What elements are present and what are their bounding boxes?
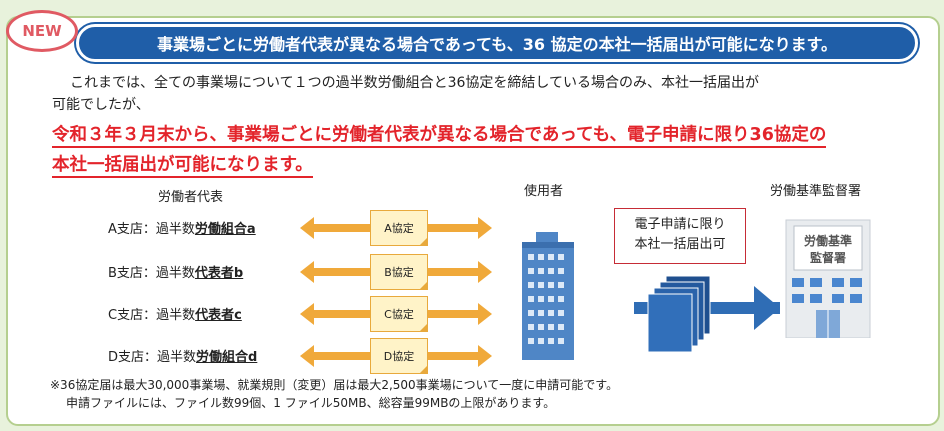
intro-line-2: 可能でしたが、: [52, 97, 150, 113]
branch-a-rep: 労働組合a: [194, 222, 256, 237]
labor-office-building-icon: 労働基準 監督署: [785, 219, 871, 338]
highlight-line-2: 本社一括届出が可能になります。: [52, 155, 313, 178]
document-stack-arrow-icon: [634, 275, 780, 353]
intro-text: これまでは、全ての事業場について１つの過半数労働組合と36協定を締結している場合…: [52, 72, 922, 116]
e-apply-line-1: 電子申請に限り: [634, 217, 726, 232]
agreement-doc-c: C協定: [370, 296, 428, 332]
agreement-doc-a-label: A協定: [384, 222, 414, 235]
new-badge: NEW: [6, 10, 78, 52]
branch-b-rep: 代表者b: [194, 266, 244, 281]
footnote-line-2: 申請ファイルには、ファイル数99個、1 ファイル50MB、総容量99MBの上限が…: [66, 396, 556, 410]
agreement-doc-a: A協定: [370, 210, 428, 246]
branch-a: A支店：過半数労働組合a: [108, 218, 256, 237]
branch-a-prefix: A支店：過半数: [108, 222, 195, 237]
workers-label: 労働者代表: [158, 190, 224, 205]
agreement-doc-d: D協定: [370, 338, 428, 374]
footnote: ※36協定届は最大30,000事業場、就業規則（変更）届は最大2,500事業場に…: [50, 376, 920, 412]
agreement-doc-b: B協定: [370, 254, 428, 290]
highlight-line-1: 令和３年３月末から、事業場ごとに労働者代表が異なる場合であっても、電子申請に限り…: [52, 125, 827, 148]
office-sign-line-2: 監督署: [810, 250, 846, 265]
branch-d-prefix: D支店：過半数: [108, 350, 197, 365]
agreement-doc-d-label: D協定: [383, 350, 415, 363]
branch-d: D支店：過半数労働組合d: [108, 346, 257, 365]
branch-b: B支店：過半数代表者b: [108, 262, 243, 281]
electronic-application-box: 電子申請に限り 本社一括届出可: [614, 208, 746, 264]
office-label: 労働基準監督署: [770, 184, 862, 199]
agreement-doc-b-label: B協定: [384, 266, 414, 279]
agreement-doc-c-label: C協定: [384, 308, 414, 321]
footnote-line-1: ※36協定届は最大30,000事業場、就業規則（変更）届は最大2,500事業場に…: [50, 378, 619, 392]
page-title: 事業場ごとに労働者代表が異なる場合であっても、36 協定の本社一括届出が可能にな…: [76, 24, 918, 62]
intro-line-1: これまでは、全ての事業場について１つの過半数労働組合と36協定を締結している場合…: [70, 75, 759, 91]
branch-c-rep: 代表者c: [195, 308, 242, 323]
company-building-icon: [522, 232, 574, 360]
branch-b-prefix: B支店：過半数: [108, 266, 195, 281]
employer-label: 使用者: [524, 184, 564, 199]
office-sign-line-1: 労働基準: [804, 233, 852, 248]
branch-c: C支店：過半数代表者c: [108, 304, 242, 323]
branch-d-rep: 労働組合d: [196, 350, 258, 365]
e-apply-line-2: 本社一括届出可: [634, 237, 726, 252]
highlight-text: 令和３年３月末から、事業場ごとに労働者代表が異なる場合であっても、電子申請に限り…: [52, 120, 932, 180]
branch-c-prefix: C支店：過半数: [108, 308, 196, 323]
